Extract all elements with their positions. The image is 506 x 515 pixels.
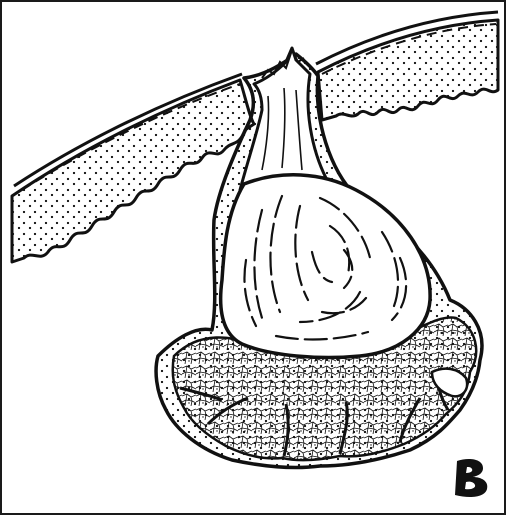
panel-label xyxy=(449,455,495,501)
